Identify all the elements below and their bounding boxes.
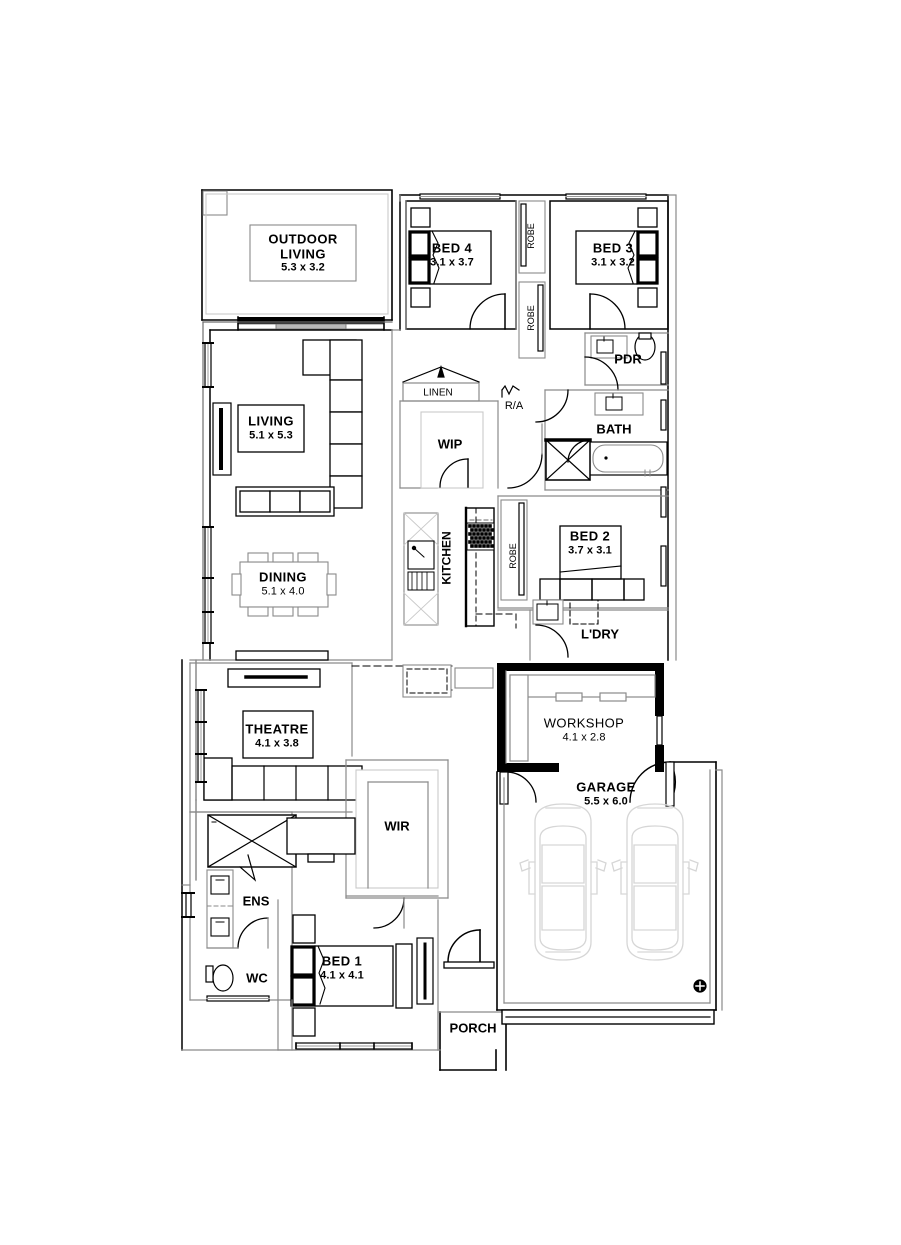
label-boxes xyxy=(237,404,314,759)
door-wip xyxy=(439,458,469,488)
window-ens xyxy=(181,892,195,918)
robe-mid xyxy=(518,281,546,359)
garage-door-right xyxy=(629,761,717,807)
house-outer-walls xyxy=(195,321,393,881)
living-sofa xyxy=(235,486,335,517)
theatre-tv-unit xyxy=(286,817,356,863)
door-bed4 xyxy=(469,293,506,330)
robe-bed2-closet xyxy=(500,499,528,601)
interior-walls-mid xyxy=(391,329,401,661)
car-right xyxy=(611,803,699,961)
linen-lower xyxy=(402,664,494,698)
theatre-sofa xyxy=(203,757,363,801)
bed3-room xyxy=(549,200,669,330)
wc-toilet xyxy=(205,964,234,992)
door-bath2 xyxy=(507,423,543,489)
wir-room xyxy=(345,759,449,899)
sliding-door-outdoor xyxy=(237,316,385,331)
ldry-room xyxy=(497,609,669,661)
door-ens xyxy=(237,917,269,949)
linen-closet xyxy=(402,382,480,402)
window-dining-left xyxy=(202,526,214,644)
bed2-furniture xyxy=(539,525,645,601)
ldry-sink xyxy=(532,599,564,625)
car-left xyxy=(519,803,607,961)
door-bed3 xyxy=(589,293,626,330)
door-entry xyxy=(443,929,495,969)
ens-vanity xyxy=(206,869,234,949)
bed3-furniture xyxy=(575,207,659,308)
door-workshop xyxy=(499,771,537,805)
door-pdr xyxy=(584,356,619,391)
window-living-left xyxy=(202,342,214,388)
ldry-appliance xyxy=(569,599,599,625)
pdr-room xyxy=(584,332,669,386)
window-bed3 xyxy=(565,193,647,200)
door-bath xyxy=(535,389,569,423)
wip-room xyxy=(399,400,499,489)
window-theatre-left xyxy=(195,689,207,783)
living-bench xyxy=(235,650,329,661)
linen-arrows xyxy=(402,364,480,383)
living-sofa-l xyxy=(302,339,363,509)
bed2-room xyxy=(497,495,669,609)
door-ldry xyxy=(535,624,569,658)
living-tv xyxy=(212,402,232,476)
porch-area xyxy=(439,1011,507,1071)
bath-tub xyxy=(588,441,668,477)
windows-right-wall xyxy=(660,351,667,587)
workshop-walls xyxy=(497,663,664,772)
label-boxes-thin xyxy=(249,224,357,282)
kitchen-pantry-dashed xyxy=(475,613,517,629)
theatre-screen xyxy=(227,668,321,688)
kitchen-island xyxy=(403,512,439,626)
kitchen-cooktop xyxy=(466,522,495,551)
return-air-symbol xyxy=(501,384,520,398)
bath-shower xyxy=(544,438,592,481)
workshop-bench xyxy=(509,674,656,762)
window-bed1-bottom xyxy=(295,1042,413,1050)
bed4-furniture xyxy=(408,207,492,308)
bed1-furniture xyxy=(290,914,413,1037)
pdr-fixtures xyxy=(590,332,656,361)
window-bed4 xyxy=(419,193,501,200)
window-wc xyxy=(206,995,270,1002)
robe-bed4 xyxy=(518,200,546,274)
bath-vanity xyxy=(594,392,644,416)
door-wir xyxy=(373,897,405,929)
bed1-mirror xyxy=(416,937,434,1005)
garage-roller-door xyxy=(501,1009,715,1025)
garage-switch xyxy=(693,979,707,993)
window-workshop xyxy=(656,715,663,746)
dining-table xyxy=(231,552,337,617)
